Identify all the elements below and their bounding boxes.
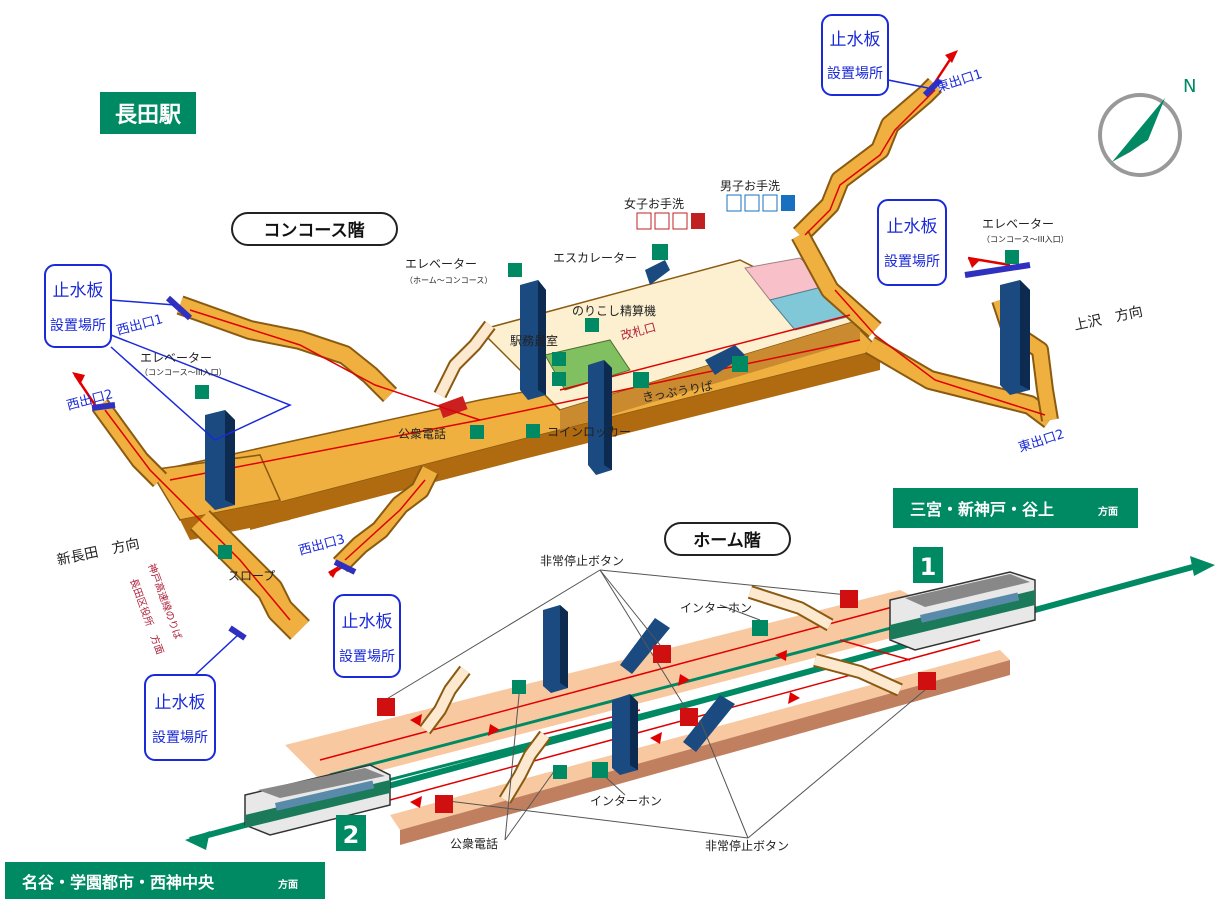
emergency-stop-icon — [435, 795, 453, 813]
svg-text:設置場所: 設置場所 — [884, 254, 940, 270]
emergency-stop-icon — [377, 698, 395, 716]
svg-text:止水板: 止水板 — [155, 693, 206, 713]
svg-text:方面: 方面 — [278, 878, 298, 891]
elevator-icon — [195, 385, 209, 399]
mens-toilet-pictograms — [726, 194, 795, 212]
station-name: 長田駅 — [115, 103, 181, 128]
flood-board-callout-west: 止水板 設置場所 — [44, 264, 292, 441]
exit-label-east2: 東出口2 — [1016, 426, 1066, 456]
north-compass-icon: N — [1098, 76, 1196, 177]
payphone-icon — [470, 425, 484, 439]
elevator-icon — [1005, 250, 1019, 264]
track-badge-1: 1 — [913, 547, 943, 583]
intercom-label-bottom: インターホン — [590, 794, 662, 808]
svg-text:2: 2 — [343, 821, 360, 849]
emergency-stop-icon — [840, 590, 858, 608]
svg-text:設置場所: 設置場所 — [339, 649, 395, 665]
concourse-structure — [91, 77, 1059, 640]
emergency-stop-icon — [653, 645, 671, 663]
svg-text:名谷・学園都市・西神中央: 名谷・学園都市・西神中央 — [22, 873, 215, 892]
payphone-icon — [553, 765, 567, 779]
escalator-label: エスカレーター — [553, 251, 637, 265]
elevator-icon — [508, 263, 522, 277]
svg-text:設置場所: 設置場所 — [827, 66, 883, 82]
flood-board-callout-east2: 止水板 設置場所 — [877, 199, 947, 286]
svg-text:止水板: 止水板 — [830, 30, 881, 50]
flood-board-callout-east1: 止水板 設置場所 — [821, 14, 929, 96]
train-track1 — [889, 571, 1036, 651]
svg-text:1: 1 — [920, 553, 937, 581]
elevator-east-sublabel: （コンコース～III入口） — [982, 235, 1069, 244]
mens-toilet-label: 男子お手洗 — [720, 179, 780, 193]
ticket-machine-icon — [633, 372, 649, 388]
track-badge-2: 2 — [336, 815, 366, 851]
intercom-icon — [592, 762, 608, 778]
emergency-stop-label-top: 非常停止ボタン — [540, 553, 624, 568]
platform-callout-lines — [384, 569, 926, 841]
platform-elevators — [543, 605, 735, 775]
escalator-icon — [732, 356, 748, 372]
emergency-stop-icon — [918, 672, 936, 690]
direction-shinnagata: 新長田 方向 — [56, 536, 141, 569]
intercom-label-top: インターホン — [680, 601, 752, 615]
elevator-platform-label: エレベーター — [405, 257, 477, 271]
emergency-stop-label-bottom: 非常停止ボタン — [705, 838, 789, 853]
exit-barriers — [91, 77, 1031, 641]
platform-floor-label: ホーム階 — [664, 522, 791, 556]
svg-text:方面: 方面 — [1098, 505, 1118, 518]
flood-board-callout-west3: 止水板 設置場所 — [333, 594, 401, 678]
station-name-badge — [100, 92, 196, 134]
svg-text:コンコース階: コンコース階 — [263, 221, 364, 241]
concourse-floor-label: コンコース階 — [231, 212, 398, 246]
svg-text:止水板: 止水板 — [53, 281, 104, 301]
svg-text:N: N — [1183, 76, 1196, 97]
platform-arrows — [410, 650, 800, 808]
womens-toilet-label: 女子お手洗 — [624, 196, 684, 211]
flood-board-callout-southwest: 止水板 設置場所 — [144, 634, 239, 761]
slope-label: スロープ — [228, 569, 275, 583]
direction-banner-sannomiya: 三宮・新神戸・谷上 方面 — [893, 488, 1138, 528]
svg-text:ホーム階: ホーム階 — [693, 531, 761, 551]
payphone-concourse-label: 公衆電話 — [398, 426, 446, 441]
svg-text:設置場所: 設置場所 — [50, 318, 106, 334]
fare-adjust-label: のりこし精算機 — [572, 303, 656, 318]
toilet-icon — [552, 372, 566, 386]
concourse-routes — [104, 89, 1046, 621]
station-office-label: 駅務員室 — [510, 333, 558, 348]
slope-icon — [218, 545, 232, 559]
intercom-icon — [752, 620, 768, 636]
facility-icons — [195, 244, 1019, 559]
emergency-stop-icon — [680, 708, 698, 726]
elevator-west-sublabel: （コンコース～III入口） — [140, 368, 227, 377]
svg-text:設置場所: 設置場所 — [152, 730, 208, 746]
exit-label-west1: 西出口1 — [115, 312, 165, 339]
escalator-icon — [652, 244, 668, 260]
elevator-west-label: エレベーター — [140, 351, 212, 365]
payphone-platform-label: 公衆電話 — [450, 836, 498, 851]
train-track2 — [244, 764, 391, 836]
svg-text:三宮・新神戸・谷上: 三宮・新神戸・谷上 — [910, 500, 1054, 519]
toilet-icon — [552, 352, 566, 366]
elevator-east-label: エレベーター — [982, 217, 1054, 231]
direction-kamisawa: 上沢 方向 — [1073, 304, 1145, 334]
platform-service-icons — [512, 620, 768, 779]
elevator-platform-sublabel: （ホーム～コンコース） — [405, 276, 492, 285]
toilet-icon — [585, 318, 599, 332]
coin-locker-label: コインロッカー — [547, 425, 631, 439]
svg-text:止水板: 止水板 — [887, 217, 938, 237]
payphone-icon — [512, 680, 526, 694]
svg-text:止水板: 止水板 — [342, 612, 393, 632]
direction-banner-myodani: 名谷・学園都市・西神中央 方面 — [5, 862, 325, 899]
platform-stairs — [419, 585, 903, 804]
elevator-shafts — [205, 260, 1030, 510]
emergency-stop-icons — [377, 590, 936, 813]
coin-locker-icon — [526, 424, 540, 438]
womens-toilet-pictograms — [636, 212, 705, 230]
